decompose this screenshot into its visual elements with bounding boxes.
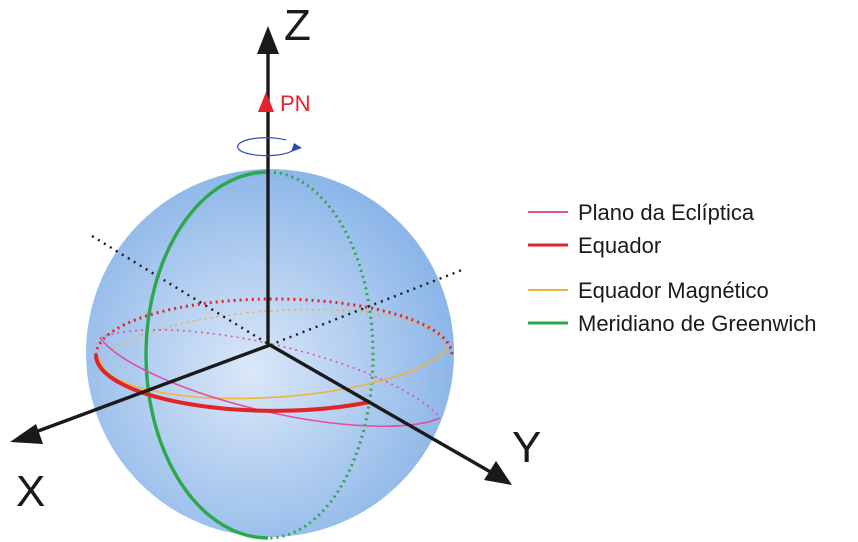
y-axis-arrowhead [484, 461, 512, 485]
north-pole-arrow-icon [258, 92, 274, 112]
y-axis [269, 343, 495, 476]
greenwich-meridian-back-arc [267, 170, 375, 540]
x-axis-label: X [16, 467, 45, 516]
rotation-arrow-icon [236, 137, 302, 157]
hidden-arcs [94, 170, 454, 540]
legend-label-equator: Equador [578, 233, 661, 258]
legend-label-ecliptic: Plano da Eclíptica [578, 200, 755, 225]
north-pole-label: PN [280, 91, 311, 116]
magnetic-equator-front-arc [99, 347, 449, 400]
legend: Plano da Eclíptica Equador Equador Magné… [528, 200, 816, 336]
y-axis-label: Y [512, 423, 541, 472]
x-axis [29, 343, 271, 436]
greenwich-meridian-front-arc [144, 170, 269, 540]
earth-sphere [86, 169, 454, 537]
z-axis-label: Z [284, 1, 311, 50]
legend-label-magnetic-equator: Equador Magnético [578, 278, 769, 303]
x-axis-arrowhead [10, 424, 43, 444]
equator-front-arc [94, 354, 371, 413]
magnetic-equator-back-arc [99, 308, 449, 361]
ecliptic-back-arc [99, 328, 441, 419]
legend-label-greenwich: Meridiano de Greenwich [578, 311, 816, 336]
visible-arcs [94, 170, 449, 540]
z-axis-arrowhead [257, 26, 279, 54]
